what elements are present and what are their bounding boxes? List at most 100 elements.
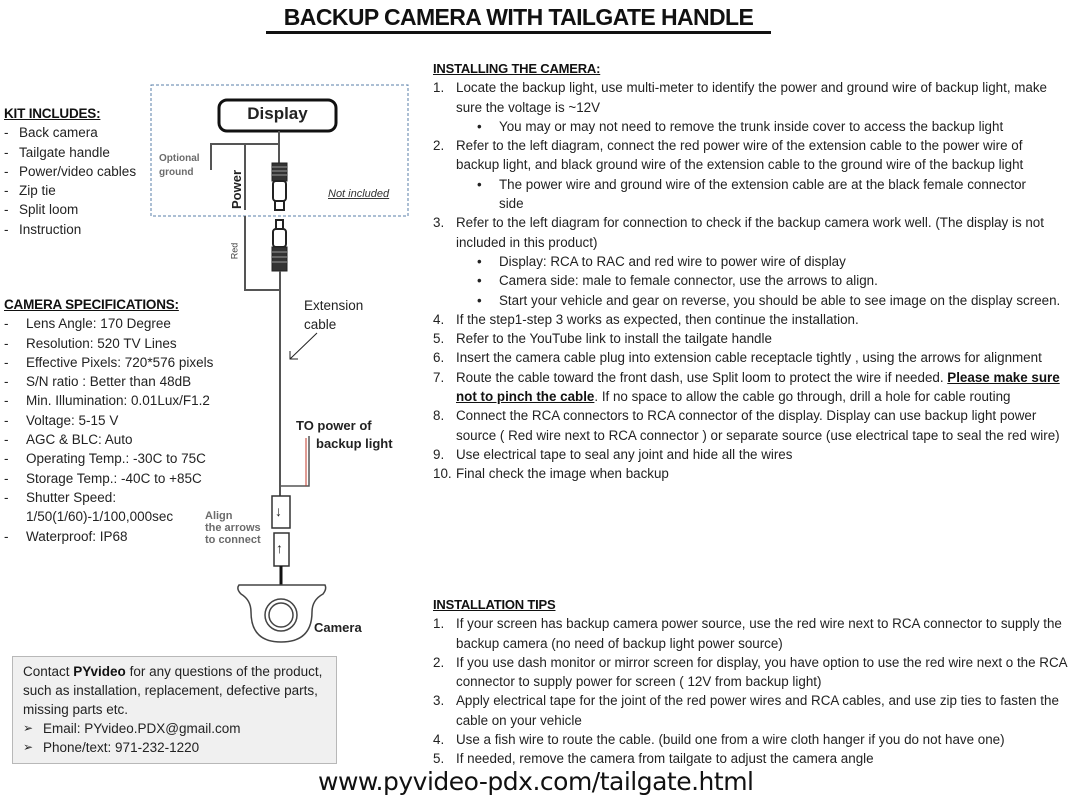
- camera-specs-section: CAMERA SPECIFICATIONS: Lens Angle: 170 D…: [4, 295, 254, 546]
- step-bullet: You may or may not need to remove the tr…: [433, 117, 1069, 137]
- optional-ground-line1: Optional: [159, 153, 200, 164]
- extension-line2: cable: [304, 317, 337, 332]
- to-power-line1: TO power of: [296, 418, 372, 433]
- contact-box: Contact PYvideo for any questions of the…: [12, 656, 337, 764]
- brand-name: PYvideo: [73, 664, 126, 679]
- step-text: Insert the camera cable plug into extens…: [456, 350, 1042, 366]
- step-bullet: Display: RCA to RAC and red wire to powe…: [433, 252, 1069, 272]
- step-bullet: Camera side: male to female connector, u…: [433, 271, 1069, 291]
- optional-ground-label: Optional ground: [159, 152, 200, 180]
- step-number: 2.: [433, 138, 445, 154]
- spec-item: Storage Temp.: -40C to +85C: [4, 469, 254, 489]
- step-text: Connect the RCA connectors to RCA connec…: [456, 408, 1060, 443]
- to-power-line2: backup light: [316, 436, 393, 451]
- step-text: Refer to the left diagram for connection…: [456, 215, 1044, 250]
- step-number: 5.: [433, 331, 445, 347]
- spec-item: Waterproof: IP68: [4, 527, 254, 547]
- tip-item: 2. If you use dash monitor or mirror scr…: [433, 653, 1069, 692]
- spec-item: S/N ratio : Better than 48dB: [4, 372, 254, 392]
- tip-text: If you use dash monitor or mirror screen…: [456, 654, 1067, 690]
- installing-section: INSTALLING THE CAMERA: 1. Locate the bac…: [433, 59, 1069, 484]
- step-number: 8.: [433, 408, 445, 424]
- tip-text: If your screen has backup camera power s…: [456, 616, 1062, 651]
- tip-number: 5.: [433, 751, 445, 767]
- optional-ground-line2: ground: [159, 167, 194, 178]
- align-arrows-label: Align the arrows to connect: [205, 510, 261, 546]
- step-bullets: The power wire and ground wire of the ex…: [433, 175, 1069, 214]
- spec-item: Min. Illumination: 0.01Lux/F1.2: [4, 391, 254, 411]
- website-url[interactable]: www.pyvideo-pdx.com/tailgate.html: [318, 767, 754, 796]
- spec-item: AGC & BLC: Auto: [4, 430, 254, 450]
- specs-heading: CAMERA SPECIFICATIONS:: [4, 297, 179, 312]
- tip-number: 3.: [433, 693, 445, 709]
- step-text: Refer to the left diagram, connect the r…: [456, 138, 1024, 173]
- extension-cable-label: Extension cable: [304, 296, 363, 334]
- kit-item: Split loom: [4, 200, 136, 220]
- step-number: 7.: [433, 369, 445, 385]
- step-text: Refer to the YouTube link to install the…: [456, 331, 772, 347]
- tip-text: Apply electrical tape for the joint of t…: [456, 693, 1059, 728]
- step-bullet: The power wire and ground wire of the ex…: [433, 175, 1069, 214]
- contact-text: Contact PYvideo for any questions of the…: [23, 662, 326, 719]
- extension-line1: Extension: [304, 298, 364, 313]
- align-line3: to connect: [205, 534, 261, 546]
- contact-prefix: Contact: [23, 664, 74, 679]
- tip-number: 1.: [433, 616, 445, 632]
- align-line1: Align: [205, 510, 233, 522]
- install-step: 8. Connect the RCA connectors to RCA con…: [433, 406, 1069, 445]
- wiring-diagram-graphic: [150, 84, 409, 643]
- power-label: Power: [229, 169, 245, 210]
- kit-includes-section: KIT INCLUDES: Back camera Tailgate handl…: [4, 104, 136, 239]
- step-text: If the step1-step 3 works as expected, t…: [456, 311, 859, 327]
- step-text: . If no space to allow the cable go thro…: [594, 389, 1011, 405]
- arrow-down-icon: ↓: [275, 503, 282, 519]
- tip-item: 1. If your screen has backup camera powe…: [433, 614, 1069, 653]
- spec-item: Operating Temp.: -30C to 75C: [4, 449, 254, 469]
- tips-list: 1. If your screen has backup camera powe…: [433, 614, 1069, 768]
- install-step: 7. Route the cable toward the front dash…: [433, 368, 1069, 407]
- spec-item: Effective Pixels: 720*576 pixels: [4, 353, 254, 373]
- contact-suffix: for any questions of the product, such a…: [23, 664, 323, 717]
- step-number: 9.: [433, 446, 445, 462]
- kit-item: Tailgate handle: [4, 143, 136, 163]
- tip-text: Use a fish wire to route the cable. (bui…: [456, 732, 1005, 748]
- tips-heading: INSTALLATION TIPS: [433, 597, 556, 612]
- tip-number: 4.: [433, 732, 445, 748]
- kit-list: Back camera Tailgate handle Power/video …: [4, 123, 136, 239]
- tip-item: 3. Apply electrical tape for the joint o…: [433, 691, 1069, 730]
- arrow-up-icon: ↑: [276, 540, 283, 556]
- install-step: 2. Refer to the left diagram, connect th…: [433, 136, 1069, 213]
- spec-item: Shutter Speed: 1/50(1/60)-1/100,000sec: [4, 488, 204, 527]
- install-step: 6. Insert the camera cable plug into ext…: [433, 348, 1069, 367]
- install-step: 10. Final check the image when backup: [433, 464, 1069, 483]
- camera-label: Camera: [314, 620, 362, 635]
- step-number: 6.: [433, 350, 445, 366]
- step-bullet: Start your vehicle and gear on reverse, …: [433, 291, 1069, 311]
- tips-section: INSTALLATION TIPS 1. If your screen has …: [433, 595, 1069, 769]
- red-wire-label: Red: [229, 242, 240, 260]
- not-included-label: Not included: [328, 188, 390, 200]
- step-bullets: Display: RCA to RAC and red wire to powe…: [433, 252, 1069, 310]
- step-text: Route the cable toward the front dash, u…: [456, 369, 948, 385]
- kit-item: Power/video cables: [4, 162, 136, 182]
- align-line2: the arrows: [205, 522, 261, 534]
- to-power-label: TO power of backup light: [296, 417, 393, 453]
- step-text: Use electrical tape to seal any joint an…: [456, 446, 793, 462]
- install-step: 5. Refer to the YouTube link to install …: [433, 329, 1069, 348]
- contact-phone[interactable]: Phone/text: 971-232-1220: [23, 738, 326, 757]
- spec-item: Voltage: 5-15 V: [4, 411, 254, 431]
- install-step: 1. Locate the backup light, use multi-me…: [433, 78, 1069, 136]
- spec-item: Lens Angle: 170 Degree: [4, 314, 254, 334]
- step-text: Locate the backup light, use multi-meter…: [456, 80, 1048, 115]
- display-label: Display: [247, 104, 308, 123]
- wiring-diagram: Display Optional ground Power Not includ…: [0, 0, 430, 650]
- kit-heading: KIT INCLUDES:: [4, 106, 101, 121]
- kit-item: Back camera: [4, 123, 136, 143]
- tip-number: 2.: [433, 654, 445, 670]
- step-bullets: You may or may not need to remove the tr…: [433, 117, 1069, 137]
- step-number: 1.: [433, 80, 445, 96]
- install-step: 3. Refer to the left diagram for connect…: [433, 213, 1069, 310]
- contact-email[interactable]: Email: PYvideo.PDX@gmail.com: [23, 719, 326, 738]
- step-number: 3.: [433, 215, 445, 231]
- step-number: 4.: [433, 311, 445, 327]
